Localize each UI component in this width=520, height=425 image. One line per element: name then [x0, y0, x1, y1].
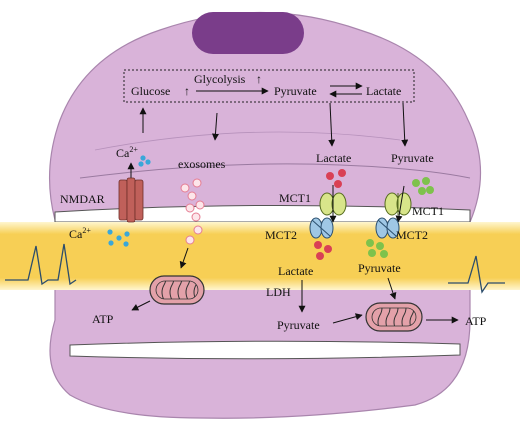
- pyruvate-lower-label: Pyruvate: [277, 318, 320, 332]
- ldh-label: LDH: [266, 285, 291, 299]
- lactate-molecules-bottom: [314, 241, 332, 260]
- ca-bottom-label: Ca2+: [69, 226, 91, 241]
- spike-trace-left: [5, 243, 77, 286]
- pyruvate-bottom-label: Pyruvate: [358, 261, 401, 275]
- atp-right-label: ATP: [465, 314, 487, 328]
- mct2-left-label: MCT2: [265, 228, 297, 242]
- lactate-top-label: Lactate: [366, 84, 401, 98]
- nmdar-receptor: [118, 177, 144, 223]
- mct2-transporter-right: [375, 217, 400, 239]
- process-line: [79, 163, 471, 179]
- glucose-up-arrow: ↑: [184, 84, 190, 98]
- glycolysis-label: Glycolysis: [194, 72, 246, 86]
- mito-left-to-atp-arrow: [131, 300, 151, 311]
- pyruvate-mid-label: Pyruvate: [391, 151, 434, 165]
- mitochondrion-left: [149, 275, 205, 305]
- mct1-right-label: MCT1: [412, 204, 444, 218]
- mct1-right-arrow: [395, 185, 405, 223]
- exosome-to-mito-arrow: [179, 247, 189, 269]
- pyruvate-molecules-bottom: [366, 239, 388, 258]
- lower-lumen: [69, 340, 461, 360]
- pyruvate-to-mito-arrow: [332, 313, 363, 324]
- arrow-to-exosomes: [211, 112, 219, 141]
- process-line: [94, 131, 401, 151]
- nmdar-label: NMDAR: [60, 192, 105, 206]
- atp-left-label: ATP: [92, 312, 114, 326]
- lactate-bottom-label: Lactate: [278, 264, 313, 278]
- mct1-transporter-left: [319, 192, 347, 216]
- mitochondrion-right: [365, 302, 423, 332]
- mct2-transporter-left: [309, 217, 334, 239]
- mct1-left-label: MCT1: [279, 191, 311, 205]
- glycolysis-box: [123, 69, 415, 103]
- calcium-ions-bottom: [107, 229, 130, 247]
- exosomes-label: exosomes: [178, 157, 226, 171]
- glucose-label: Glucose: [131, 84, 170, 98]
- lactate-mid-label: Lactate: [316, 151, 351, 165]
- mct2-right-label: MCT2: [396, 228, 428, 242]
- mct1-transporter-right: [384, 192, 412, 216]
- ca-top-label: Ca2+: [116, 145, 138, 160]
- glycolysis-up-arrow: ↑: [256, 72, 262, 86]
- nucleus: [192, 12, 304, 54]
- neuron-band: [0, 222, 520, 290]
- spike-trace-right: [448, 255, 505, 294]
- pyruvate-top-label: Pyruvate: [274, 84, 317, 98]
- arrow-to-lactate-mid: [328, 102, 336, 147]
- lactate-molecules-mid: [326, 169, 346, 188]
- arrow-to-pyruvate-mid: [401, 102, 409, 147]
- pyruvate-molecules-mid: [412, 177, 434, 195]
- exosomes: [180, 178, 205, 245]
- calcium-ions-top: [138, 155, 151, 167]
- pyruvate-bottom-to-mito-arrow: [387, 277, 397, 300]
